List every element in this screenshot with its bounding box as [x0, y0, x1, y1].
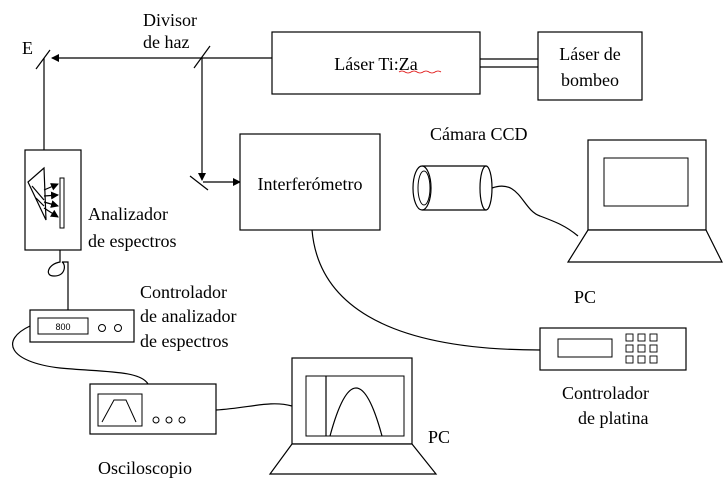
pc-bottom-screen [305, 375, 405, 437]
cable-camera-pc [491, 185, 579, 237]
ray-in-1 [31, 185, 45, 201]
controller-knob-2 [114, 324, 122, 332]
pc-bottom-base [268, 443, 438, 475]
pc-bottom-label: PC [428, 427, 450, 447]
ccd-camera-lens-inner [417, 170, 431, 206]
controller-display [37, 317, 89, 335]
pc-top [566, 139, 723, 263]
pump-laser-label-line1: Láser de [559, 44, 620, 64]
mirror-e [35, 49, 51, 70]
beam-splitter [193, 45, 211, 69]
analyzer-controller-label-line1: Controlador [140, 282, 227, 302]
ray-2 [43, 191, 59, 200]
pump-laser-label-line2: bombeo [561, 70, 619, 90]
cable-analyzer-controller [47, 250, 69, 310]
analyzer-controller-label-line2: de analizador [140, 306, 236, 326]
spectrum-analyzer [24, 149, 82, 251]
beam-splitter-label-line2: de haz [143, 32, 189, 52]
ray-3 [43, 200, 59, 208]
pump-laser-box [537, 31, 643, 101]
stage-controller-label-line1: Controlador [562, 383, 649, 403]
oscilloscope-screen [97, 393, 143, 427]
spectrum-analyzer-label-line2: de espectros [88, 231, 176, 251]
spellcheck-underline [398, 70, 442, 74]
diffraction-grating [59, 177, 65, 229]
ccd-camera [412, 165, 493, 211]
pc-top-screen [603, 157, 689, 207]
controller-display-value: 800 [55, 322, 70, 332]
controller-knob-1 [98, 324, 106, 332]
mirror-e-label: E [22, 38, 33, 58]
oscilloscope-trace [101, 399, 137, 423]
interferometer-label: Interferómetro [258, 174, 363, 194]
interferometer-box [239, 133, 381, 231]
stage-controller-display [557, 338, 613, 358]
spectrum-analyzer-label-line1: Analizador [88, 204, 168, 224]
oscilloscope-label: Osciloscopio [98, 458, 192, 478]
stage-controller-keypad [625, 333, 658, 364]
beam-splitter-label-line1: Divisor [143, 10, 197, 30]
prism [27, 166, 47, 221]
pc-bottom [268, 357, 438, 475]
cable-controller-oscilloscope [12, 325, 149, 385]
ccd-camera-label: Cámara CCD [430, 124, 527, 144]
spectrum-analyzer-box [24, 149, 82, 251]
oscilloscope-knob-3 [178, 416, 186, 424]
ti-sapphire-laser-box [271, 31, 481, 95]
stage-controller-label-line2: de platina [578, 408, 648, 428]
beam-paths [40, 54, 272, 186]
ray-4 [43, 207, 59, 218]
interferometer-input-mirror [189, 175, 209, 191]
ti-sapphire-laser-label: Láser Ti:Za [334, 54, 418, 74]
oscilloscope-knob-1 [152, 416, 160, 424]
pc-top-base [566, 229, 723, 263]
pc-top-label: PC [574, 287, 596, 307]
cable-interferometer-stage [311, 229, 541, 351]
ccd-camera-back [479, 165, 493, 211]
oscilloscope-knob-2 [165, 416, 173, 424]
analyzer-controller-label-line3: de espectros [140, 331, 228, 351]
ray-in-2 [35, 197, 45, 207]
ray-1 [43, 183, 59, 191]
pc-bottom-screen-curve [329, 387, 383, 437]
cable-oscilloscope-pc [215, 403, 293, 411]
